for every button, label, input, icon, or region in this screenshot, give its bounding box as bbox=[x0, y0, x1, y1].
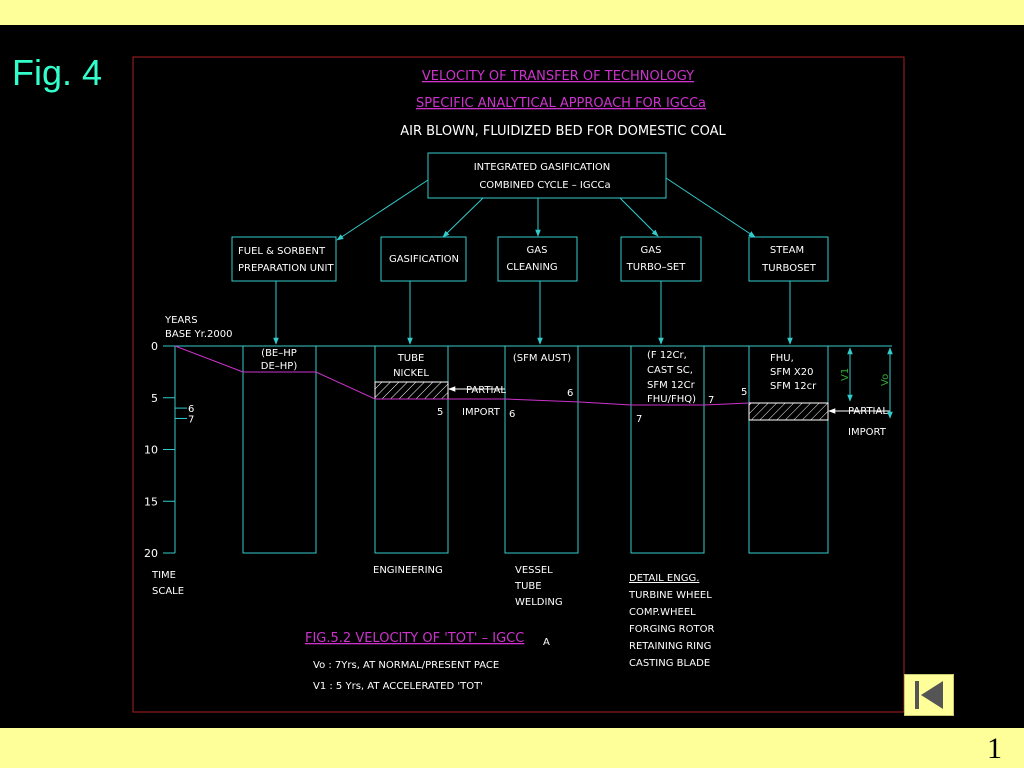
unit-label-2: CLEANING bbox=[506, 262, 557, 273]
unit-label-2: TURBO–SET bbox=[626, 262, 687, 273]
bar-label: (F 12Cr, bbox=[647, 350, 687, 361]
bar-fuel: (BE–HP DE–HP) bbox=[242, 345, 317, 554]
bar-gas-cleaning: (SFM AUST) bbox=[504, 345, 579, 554]
curve-label: 7 bbox=[636, 414, 642, 425]
bar-label: NICKEL bbox=[393, 368, 429, 379]
vessel-label: TUBE bbox=[514, 581, 542, 592]
curve-label: 6 bbox=[509, 409, 515, 420]
unit-label-1: FUEL & SORBENT bbox=[238, 246, 326, 257]
curve-label: 7 bbox=[708, 395, 714, 406]
detail-labels: TURBINE WHEEL COMP.WHEEL FORGING ROTOR RETA… bbox=[628, 590, 714, 669]
page-number: 1 bbox=[987, 732, 1002, 765]
detail-engg-title: DETAIL ENGG. bbox=[629, 573, 699, 584]
detail-label: CASTING BLADE bbox=[629, 658, 710, 669]
bar-label: DE–HP) bbox=[261, 361, 298, 372]
unit-box-gas-turbo: GAS TURBO–SET bbox=[620, 236, 702, 282]
axis-tick-label: 15 bbox=[144, 495, 158, 508]
vessel-label: WELDING bbox=[515, 597, 563, 608]
unit-box-gas-cleaning: GAS CLEANING bbox=[497, 236, 578, 282]
engineering-label: ENGINEERING bbox=[373, 565, 443, 576]
unit-label-2: PREPARATION UNIT bbox=[238, 263, 334, 274]
partial-import-hatch bbox=[374, 381, 449, 400]
unit-box-fuel: FUEL & SORBENT PREPARATION UNIT bbox=[231, 236, 337, 282]
slide-title: Fig. 4 bbox=[12, 52, 103, 93]
branch-arrows bbox=[336, 177, 756, 241]
vo-label: Vo bbox=[880, 374, 891, 386]
top-band bbox=[0, 0, 1024, 25]
unit-label-1: GASIFICATION bbox=[389, 254, 459, 265]
unit-box-gasification: GASIFICATION bbox=[380, 236, 467, 282]
diagram-title-3: AIR BLOWN, FLUIDIZED BED FOR DOMESTIC CO… bbox=[400, 124, 726, 139]
minor-tick-label: 6 bbox=[188, 404, 194, 415]
diagram-title-1: VELOCITY OF TRANSFER OF TECHNOLOGY bbox=[422, 69, 694, 84]
axis-title-1: YEARS bbox=[164, 315, 198, 326]
bar-label: CAST SC, bbox=[647, 365, 693, 376]
bar-label: FHU/FHQ) bbox=[647, 394, 696, 405]
import-label-1: IMPORT bbox=[462, 407, 501, 418]
unit-label-1: GAS bbox=[527, 245, 548, 256]
vessel-label: VESSEL bbox=[515, 565, 553, 576]
axis-tick-label: 20 bbox=[144, 547, 158, 560]
bar-gasification: TUBE NICKEL bbox=[374, 345, 449, 554]
detail-label: RETAINING RING bbox=[629, 641, 711, 652]
unit-label-1: STEAM bbox=[770, 245, 804, 256]
root-box bbox=[427, 152, 667, 199]
bar-label: (BE–HP bbox=[261, 348, 297, 359]
first-slide-icon bbox=[915, 681, 943, 709]
bar-label: TUBE bbox=[397, 353, 425, 364]
down-arrows bbox=[273, 281, 793, 345]
axis-ticks: 0 5 10 15 20 67 bbox=[144, 340, 194, 560]
bar-label: FHU, bbox=[770, 353, 794, 364]
bar-gas-turbo: (F 12Cr, CAST SC, SFM 12Cr FHU/FHQ) bbox=[630, 345, 705, 554]
drawing-border bbox=[132, 56, 905, 713]
root-box-line-2: COMBINED CYCLE – IGCCa bbox=[479, 180, 610, 191]
diagram-title-2: SPECIFIC ANALYTICAL APPROACH FOR IGCCa bbox=[416, 96, 706, 111]
partial-label-2: PARTIAL bbox=[848, 406, 888, 417]
legend-vo: Vo : 7Yrs, AT NORMAL/PRESENT PACE bbox=[313, 660, 499, 671]
axis-footer-1: TIME bbox=[151, 570, 176, 581]
axis-footer-2: SCALE bbox=[152, 586, 184, 597]
detail-label: TURBINE WHEEL bbox=[628, 590, 712, 601]
bar-steam-turbo: FHU, SFM X20 SFM 12cr bbox=[748, 345, 829, 554]
minor-tick-label: 7 bbox=[188, 414, 194, 425]
curve-label: 5 bbox=[741, 387, 747, 398]
unit-box-steam-turbo: STEAM TURBOSET bbox=[748, 236, 829, 282]
fig-caption-suffix: A bbox=[543, 637, 550, 648]
axis-tick-label: 5 bbox=[151, 392, 158, 405]
fig-caption: FIG.5.2 VELOCITY OF 'TOT' – IGCC bbox=[305, 631, 524, 646]
axis-tick-label: 0 bbox=[151, 340, 158, 353]
unit-label-1: GAS bbox=[641, 245, 662, 256]
bottom-band bbox=[0, 728, 1024, 768]
first-slide-button[interactable] bbox=[904, 674, 954, 716]
root-box-line-1: INTEGRATED GASIFICATION bbox=[474, 162, 611, 173]
bar-label: SFM X20 bbox=[770, 367, 813, 378]
vessel-labels: VESSEL TUBE WELDING bbox=[514, 565, 563, 608]
import-label-2: IMPORT bbox=[848, 427, 887, 438]
bar-label: (SFM AUST) bbox=[513, 353, 571, 364]
unit-label-2: TURBOSET bbox=[761, 263, 817, 274]
partial-label-1: PARTIAL bbox=[466, 385, 506, 396]
detail-label: FORGING ROTOR bbox=[629, 624, 714, 635]
curve-label: 5 bbox=[437, 407, 443, 418]
pace-curve bbox=[174, 345, 750, 406]
detail-label: COMP.WHEEL bbox=[629, 607, 696, 618]
bar-label: SFM 12Cr bbox=[647, 380, 696, 391]
curve-label: 6 bbox=[567, 388, 573, 399]
v1-label: V1 bbox=[840, 368, 851, 381]
legend-v1: V1 : 5 Yrs, AT ACCELERATED 'TOT' bbox=[313, 681, 483, 692]
bar-label: SFM 12cr bbox=[770, 381, 817, 392]
axis-title-2: BASE Yr.2000 bbox=[165, 329, 232, 340]
partial-import-hatch bbox=[748, 402, 829, 421]
axis-tick-label: 10 bbox=[144, 444, 158, 457]
